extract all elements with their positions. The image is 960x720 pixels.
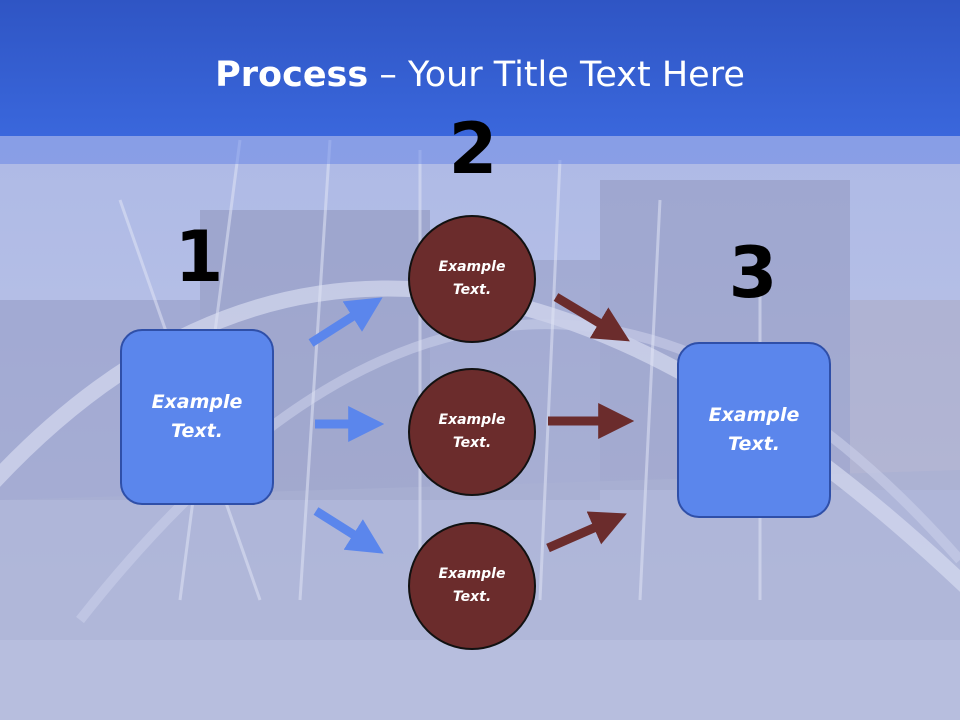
circle-middle-text: Example Text. (438, 412, 506, 451)
title-bar (0, 0, 960, 136)
process-circle-top: Example Text. (408, 215, 536, 343)
right-process-box: Example Text. (677, 342, 831, 518)
step-number-1: 1 (174, 216, 224, 298)
title-bold: Process (215, 55, 369, 95)
process-circle-bottom: Example Text. (408, 522, 536, 650)
title-rest: – Your Title Text Here (368, 55, 745, 95)
step-number-3: 3 (728, 232, 778, 314)
step-number-2: 2 (448, 108, 498, 190)
blue-arrow-up (308, 297, 383, 347)
brown-arrow-up (546, 511, 627, 553)
blue-arrow-down (313, 507, 384, 554)
left-box-text: Example Text. (151, 391, 243, 442)
brown-arrow-down (553, 293, 630, 342)
title-band (0, 136, 960, 164)
circle-bottom-text: Example Text. (438, 566, 506, 605)
right-box-text: Example Text. (708, 404, 800, 455)
slide-title: Process – Your Title Text Here (0, 54, 960, 96)
left-process-box: Example Text. (120, 329, 274, 505)
process-circle-middle: Example Text. (408, 368, 536, 496)
circle-top-text: Example Text. (438, 259, 506, 298)
